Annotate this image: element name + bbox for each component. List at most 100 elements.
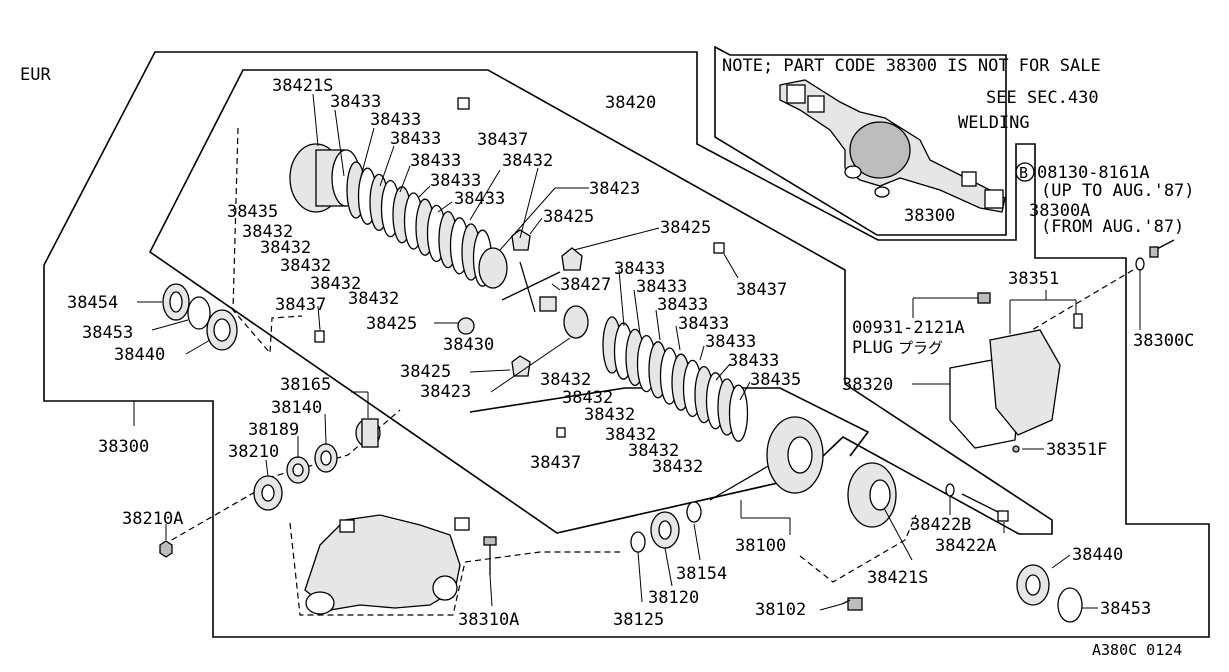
label-38320: 38320 — [842, 375, 893, 395]
label-38423-top: 38423 — [589, 179, 640, 199]
plug-code: 00931-2121A — [852, 318, 965, 338]
label-38432: 38432 — [310, 274, 361, 294]
bolt-38422A — [961, 493, 1009, 522]
label-38432: 38432 — [348, 289, 399, 309]
leader-lines — [133, 93, 1141, 611]
plug-label: PLUG — [852, 338, 893, 358]
label-38125: 38125 — [613, 610, 664, 630]
label-38421S-bot: 38421S — [867, 568, 928, 588]
drive-pinion-group-outline — [469, 387, 870, 457]
clutch-pack-left — [346, 161, 493, 287]
note-not-for-sale: NOTE; PART CODE 38300 IS NOT FOR SALE — [722, 56, 1101, 76]
label-38423-mid: 38423 — [420, 382, 471, 402]
plug-label-jp: プラグ — [898, 339, 943, 357]
label-38433: 38433 — [657, 295, 708, 315]
label-38120: 38120 — [648, 588, 699, 608]
spacer-38125 — [630, 531, 646, 553]
label-38210A: 38210A — [122, 509, 183, 529]
label-38437-bot: 38437 — [530, 453, 581, 473]
label-38437-left: 38437 — [275, 295, 326, 315]
note-see-sec: SEE SEC.430 — [986, 88, 1099, 108]
bolt-38102 — [841, 597, 863, 611]
label-38300-note: 38300 — [904, 206, 955, 226]
nut-38210A — [159, 540, 173, 558]
label-38435-right: 38435 — [750, 370, 801, 390]
bolt-up-to: (UP TO AUG.'87) — [1041, 181, 1195, 201]
label-38189: 38189 — [248, 420, 299, 440]
label-38440-left: 38440 — [114, 345, 165, 365]
rear-bearing-group-dash — [289, 522, 620, 616]
label-38432: 38432 — [562, 388, 613, 408]
label-38432: 38432 — [242, 222, 293, 242]
label-38433: 38433 — [728, 351, 779, 371]
bolt-from: (FROM AUG.'87) — [1041, 217, 1184, 237]
label-38420: 38420 — [605, 93, 656, 113]
ring-gear-group-dash — [799, 514, 917, 583]
differential-case-38421S-bottom — [847, 462, 897, 528]
label-38310A: 38310A — [458, 610, 519, 630]
label-38432: 38432 — [628, 441, 679, 461]
bearing-38189 — [286, 456, 310, 484]
label-38425: 38425 — [660, 218, 711, 238]
clutch-disc — [728, 384, 749, 442]
label-38433: 38433 — [454, 189, 505, 209]
label-38421S-top: 38421S — [272, 76, 333, 96]
washer-axis-dash — [162, 491, 256, 546]
bearing-38440-left — [206, 309, 238, 351]
bolt-marker-circle — [1015, 162, 1035, 182]
bolt-38300C — [1135, 239, 1175, 271]
companion-flange-dash — [267, 409, 401, 479]
label-38433: 38433 — [410, 151, 461, 171]
assembly-38300-outline — [43, 51, 1210, 638]
label-38435-left: 38435 — [227, 202, 278, 222]
rear-cover-38351 — [989, 313, 1083, 436]
label-38154: 38154 — [676, 564, 727, 584]
bearing-38440-right — [1016, 564, 1050, 606]
label-38437-mid: 38437 — [736, 280, 787, 300]
label-38453-left: 38453 — [82, 323, 133, 343]
label-38425: 38425 — [400, 362, 451, 382]
label-38437-top: 38437 — [477, 130, 528, 150]
plug-38351F — [1012, 445, 1020, 453]
label-38440-right: 38440 — [1072, 545, 1123, 565]
label-38351: 38351 — [1008, 269, 1059, 289]
clutch-pack-right — [602, 316, 749, 442]
seal-38454 — [162, 283, 190, 321]
shim-38453-left — [187, 296, 211, 330]
diagram-id: A380C 0124 — [1092, 641, 1182, 659]
label-38425: 38425 — [543, 207, 594, 227]
label-38433: 38433 — [430, 171, 481, 191]
axle-housing-38300 — [779, 79, 1006, 213]
label-38427: 38427 — [560, 275, 611, 295]
companion-flange-38165 — [355, 418, 381, 448]
bolt-marker: B — [1019, 164, 1028, 182]
thrust-washers-38437 — [314, 97, 725, 438]
label-38432: 38432 — [280, 256, 331, 276]
label-38432-top: 38432 — [502, 151, 553, 171]
label-38300C: 38300C — [1133, 331, 1194, 351]
label-38351F: 38351F — [1046, 440, 1107, 460]
label-38422A: 38422A — [935, 536, 996, 556]
ring-pinion-gear-38100 — [709, 416, 824, 501]
region-label: EUR — [20, 65, 51, 85]
label-38100: 38100 — [735, 536, 786, 556]
note-welding: WELDING — [958, 113, 1030, 133]
label-38432: 38432 — [584, 405, 635, 425]
label-38453-right: 38453 — [1100, 599, 1151, 619]
label-38140: 38140 — [271, 398, 322, 418]
label-38432: 38432 — [260, 238, 311, 258]
label-38454: 38454 — [67, 293, 118, 313]
bearing-38120 — [650, 511, 680, 549]
label-38433: 38433 — [330, 92, 381, 112]
plug-00931-2121A — [977, 292, 991, 304]
label-38165: 38165 — [280, 375, 331, 395]
gear-carrier-housing — [304, 514, 497, 615]
oil-seal-38140 — [314, 443, 338, 473]
flange-38210 — [253, 475, 283, 511]
bolt-code: 08130-8161A — [1037, 163, 1150, 183]
label-38102: 38102 — [755, 600, 806, 620]
label-38433: 38433 — [705, 332, 756, 352]
label-38430: 38430 — [443, 335, 494, 355]
pin-38422B — [945, 483, 955, 497]
